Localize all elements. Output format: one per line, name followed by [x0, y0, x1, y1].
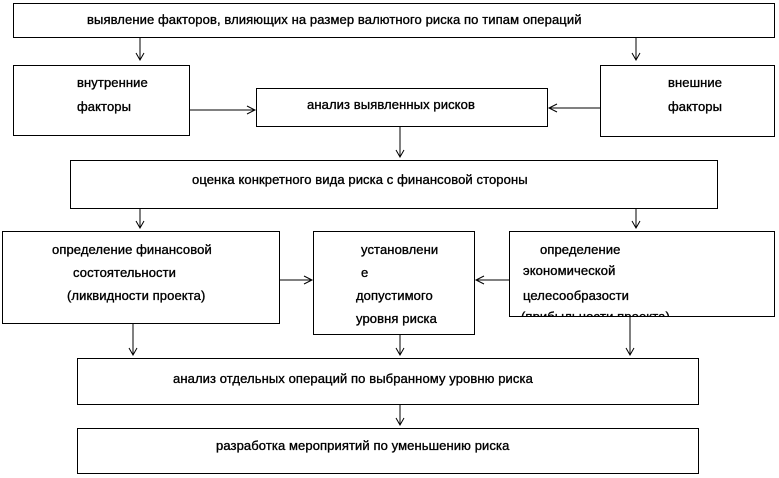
expediency-line-2: экономической [523, 263, 616, 278]
solvency-line-1: определение финансовой [52, 242, 212, 257]
internal-factors-line-2: факторы [77, 99, 132, 114]
factors-identification-box: выявление факторов, влияющих на размер в… [13, 3, 775, 38]
external-factors-box: внешние факторы [600, 65, 775, 137]
expediency-line-3: целесообразости [523, 288, 630, 303]
risk-assessment-text: оценка конкретного вида риска с финансов… [192, 172, 528, 187]
solvency-line-2: состоятельности [73, 265, 177, 280]
external-factors-line-1: внешние [668, 75, 723, 90]
expediency-line-4: (прибыльности проекта) [521, 309, 670, 317]
solvency-box: определение финансовой состоятельности (… [2, 231, 280, 324]
risk-analysis-box: анализ выявленных рисков [256, 88, 548, 127]
external-factors-line-2: факторы [668, 99, 723, 114]
risk-reduction-measures-box: разработка мероприятий по уменьшению рис… [77, 428, 699, 474]
solvency-line-3: (ликвидности проекта) [67, 288, 206, 303]
expediency-line-1: определение [540, 242, 621, 257]
acceptable-risk-line-1: установлени [361, 242, 439, 257]
acceptable-risk-line-3: допустимого [356, 288, 433, 303]
factors-identification-text: выявление факторов, влияющих на размер в… [87, 12, 582, 27]
risk-analysis-text: анализ выявленных рисков [307, 97, 475, 112]
acceptable-risk-box: установлени е допустимого уровня риска [313, 231, 475, 335]
acceptable-risk-line-2: е [361, 265, 369, 280]
expediency-box: определение экономической целесообразост… [509, 231, 775, 317]
operations-analysis-box: анализ отдельных операций по выбранному … [77, 358, 699, 405]
internal-factors-box: внутренние факторы [13, 65, 190, 136]
risk-assessment-box: оценка конкретного вида риска с финансов… [70, 160, 718, 209]
acceptable-risk-line-4: уровня риска [356, 311, 437, 326]
internal-factors-line-1: внутренние [77, 75, 148, 90]
risk-reduction-measures-text: разработка мероприятий по уменьшению рис… [216, 438, 510, 453]
operations-analysis-text: анализ отдельных операций по выбранному … [173, 371, 533, 386]
